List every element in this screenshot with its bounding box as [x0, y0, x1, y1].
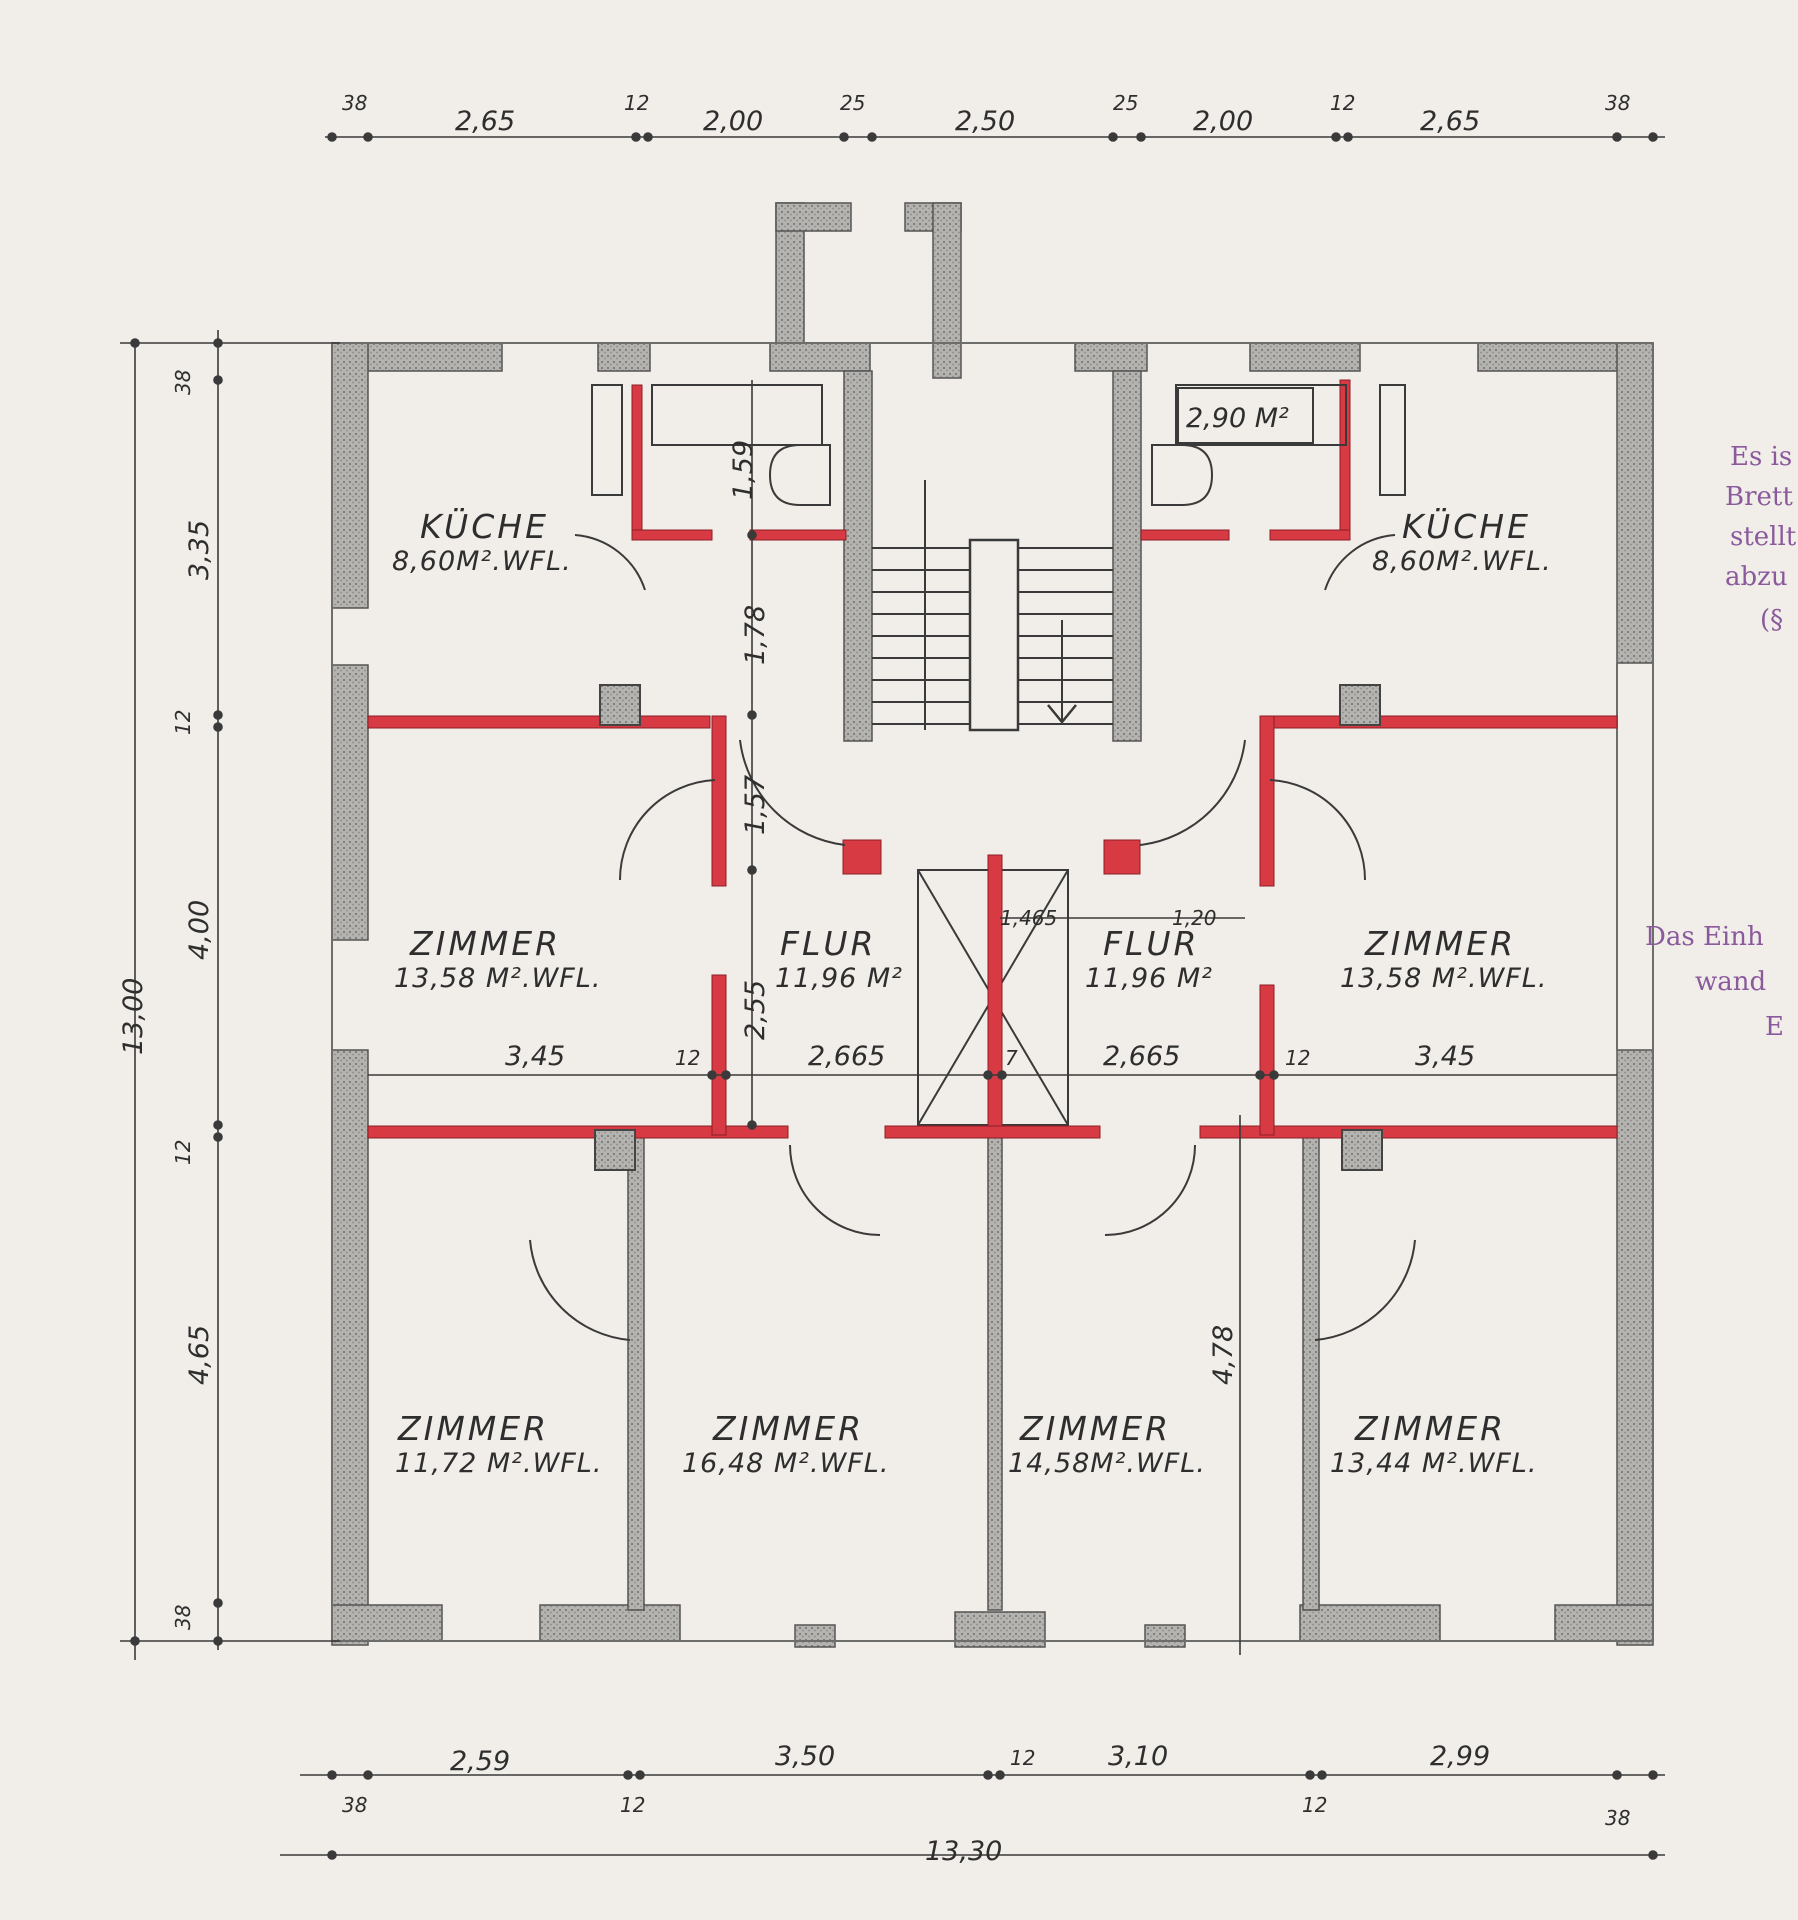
- dim-total-width: 13,30: [925, 1836, 1002, 1867]
- dim-bottom-0: 38: [342, 1793, 367, 1817]
- dim-top-8: 12: [1330, 91, 1355, 115]
- room-bottom-1-name: ZIMMER: [397, 1409, 549, 1448]
- dim-bottom-4: 12: [1010, 1746, 1035, 1770]
- hall-right-name: FLUR: [1103, 924, 1199, 963]
- room-labels: KÜCHE 8,60M².WFL. KÜCHE 8,60M².WFL. ZIMM…: [392, 506, 1552, 1479]
- dim-top-10: 38: [1605, 91, 1630, 115]
- stamp-line-2: stellt: [1730, 522, 1797, 552]
- room-mid-left-name: ZIMMER: [409, 924, 561, 963]
- room-mid-left-area: 13,58 M².WFL.: [394, 963, 601, 994]
- dims-left: 38 3,35 12 4,00 12 4,65 38 13,00: [118, 370, 215, 1630]
- dim-top-1: 2,65: [455, 106, 515, 137]
- door-swings: [529, 534, 1416, 1341]
- dim-left-5: 4,65: [184, 1325, 215, 1385]
- dim-1-59: 1,59: [728, 440, 759, 500]
- hall-left-area: 11,96 M²: [775, 963, 903, 994]
- dim-top-2: 12: [624, 91, 649, 115]
- hall-right-area: 11,96 M²: [1085, 963, 1213, 994]
- dims-top: 38 2,65 12 2,00 25 2,50 25 2,00 12 2,65 …: [342, 91, 1630, 137]
- dim-left-6: 38: [171, 1605, 195, 1630]
- kitchen-right-area: 8,60M².WFL.: [1372, 546, 1552, 577]
- dim-top-4: 25: [840, 91, 865, 115]
- staircase: [872, 480, 1113, 732]
- room-mid-right-area: 13,58 M².WFL.: [1340, 963, 1547, 994]
- bath-area-box: [1177, 387, 1314, 444]
- dim-left-1: 3,35: [184, 520, 215, 580]
- dim-12-right: 12: [1285, 1046, 1310, 1070]
- dim-bottom-6: 12: [1302, 1793, 1327, 1817]
- stamp-line-6: wand: [1695, 967, 1766, 997]
- dim-2-665-right: 2,665: [1103, 1041, 1180, 1072]
- dim-top-0: 38: [342, 91, 367, 115]
- stamp-line-1: Brett: [1725, 482, 1793, 512]
- dim-top-5: 2,50: [955, 106, 1015, 137]
- dimension-lines: [120, 132, 1665, 1860]
- dim-bottom-2: 12: [620, 1793, 645, 1817]
- dim-1-78: 1,78: [740, 605, 771, 665]
- dim-left-3: 4,00: [184, 900, 215, 960]
- dim-bottom-7: 2,99: [1430, 1741, 1490, 1772]
- room-bottom-4-name: ZIMMER: [1354, 1409, 1506, 1448]
- room-bottom-1-area: 11,72 M².WFL.: [395, 1448, 602, 1479]
- dim-1-57: 1,57: [740, 775, 771, 835]
- bath-area-label: 2,90 M²: [1186, 403, 1289, 434]
- chimney-flues: [594, 684, 1383, 1171]
- dim-top-3: 2,00: [703, 106, 763, 137]
- room-bottom-2-name: ZIMMER: [712, 1409, 864, 1448]
- dims-bottom: 38 2,59 12 3,50 12 3,10 12 2,99 38 13,30: [342, 1741, 1630, 1867]
- room-bottom-3-area: 14,58M².WFL.: [1008, 1448, 1206, 1479]
- dim-bottom-1: 2,59: [450, 1746, 510, 1777]
- red-partitions: [367, 379, 1618, 1139]
- dim-top-6: 25: [1113, 91, 1138, 115]
- dim-left-4: 12: [171, 1140, 195, 1165]
- stamp-text: Es is Brett stellt abzu (§ Das Einh wand…: [1645, 442, 1797, 1042]
- room-bottom-4-area: 13,44 M².WFL.: [1330, 1448, 1537, 1479]
- outer-walls: [331, 202, 1654, 1648]
- dim-4-78: 4,78: [1208, 1325, 1239, 1385]
- dim-top-9: 2,65: [1420, 106, 1480, 137]
- kitchen-left-area: 8,60M².WFL.: [392, 546, 572, 577]
- dim-1-20: 1,20: [1172, 906, 1217, 930]
- dim-1-465: 1,465: [1000, 906, 1057, 930]
- stamp-line-5: Das Einh: [1645, 922, 1764, 952]
- dim-2-55: 2,55: [740, 980, 771, 1040]
- stamp-line-0: Es is: [1730, 442, 1792, 472]
- stamp-line-3: abzu: [1725, 562, 1788, 592]
- dim-bottom-5: 3,10: [1108, 1741, 1168, 1772]
- room-mid-right-name: ZIMMER: [1364, 924, 1516, 963]
- dim-total-height: 13,00: [118, 978, 149, 1055]
- dim-bottom-8: 38: [1605, 1806, 1630, 1830]
- dim-12-left: 12: [675, 1046, 700, 1070]
- dim-2-665-left: 2,665: [808, 1041, 885, 1072]
- kitchen-left-name: KÜCHE: [420, 506, 549, 546]
- dim-left-0: 38: [171, 370, 195, 395]
- dim-3-45-left: 3,45: [505, 1041, 565, 1072]
- dim-top-7: 2,00: [1193, 106, 1253, 137]
- dim-bottom-3: 3,50: [775, 1741, 835, 1772]
- hall-left-name: FLUR: [780, 924, 876, 963]
- room-bottom-3-name: ZIMMER: [1019, 1409, 1171, 1448]
- room-bottom-2-area: 16,48 M².WFL.: [682, 1448, 889, 1479]
- stamp-line-7: E: [1765, 1012, 1784, 1042]
- stamp-line-4: (§: [1760, 605, 1783, 635]
- sanitary: [591, 384, 1406, 506]
- dim-7: 7: [1005, 1046, 1018, 1070]
- dim-left-2: 12: [171, 710, 195, 735]
- dims-interior: 1,59 1,78 1,57 2,55 3,45 12 2,665 7 2,66…: [505, 440, 1475, 1385]
- dim-3-45-right: 3,45: [1415, 1041, 1475, 1072]
- kitchen-right-name: KÜCHE: [1402, 506, 1531, 546]
